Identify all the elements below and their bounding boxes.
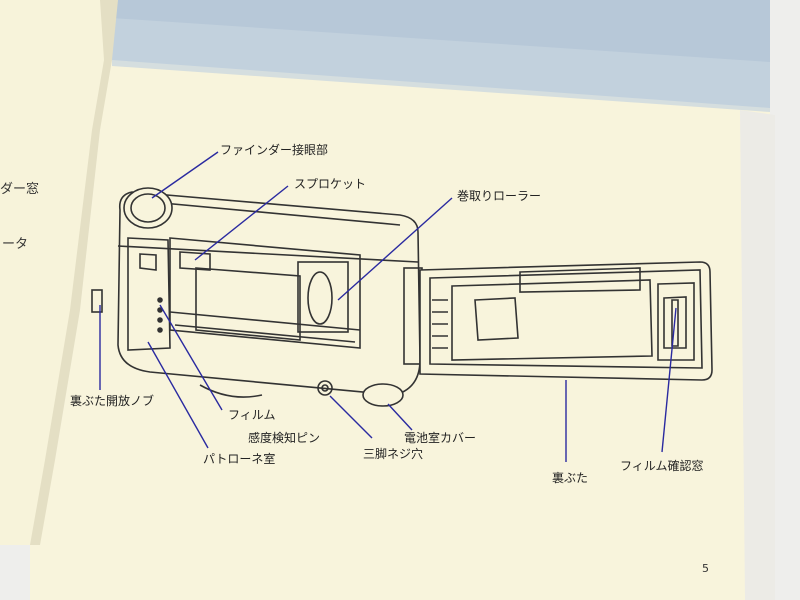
label-patrone-chamber: パトローネ室 bbox=[203, 452, 276, 466]
label-takeup-roller: 巻取りローラー bbox=[457, 189, 542, 203]
label-film-window: フィルム確認窓 bbox=[620, 459, 704, 473]
left-page bbox=[0, 0, 112, 545]
label-film-sensor-line2: 感度検知ピン bbox=[248, 431, 321, 445]
left-page-fragment-1: ダー窓 bbox=[0, 182, 40, 197]
back-cover-illustration bbox=[419, 261, 713, 381]
gutter bbox=[30, 0, 118, 545]
label-battery-cover: 電池室カバー bbox=[404, 431, 477, 445]
camera-illustration bbox=[91, 187, 423, 407]
label-tripod-socket: 三脚ネジ穴 bbox=[363, 447, 424, 461]
leader-lines bbox=[99, 151, 677, 462]
label-back-cover: 裏ぶた bbox=[552, 471, 589, 485]
label-film-sensor-line1: フィルム bbox=[228, 408, 276, 422]
page-number: 5 bbox=[702, 562, 709, 575]
label-finder-eyepiece: ファインダー接眼部 bbox=[220, 143, 329, 157]
label-back-release-knob: 裏ぶた開放ノブ bbox=[70, 394, 155, 408]
label-sprocket: スプロケット bbox=[294, 177, 367, 191]
left-page-fragment-2: ータ bbox=[2, 237, 29, 252]
